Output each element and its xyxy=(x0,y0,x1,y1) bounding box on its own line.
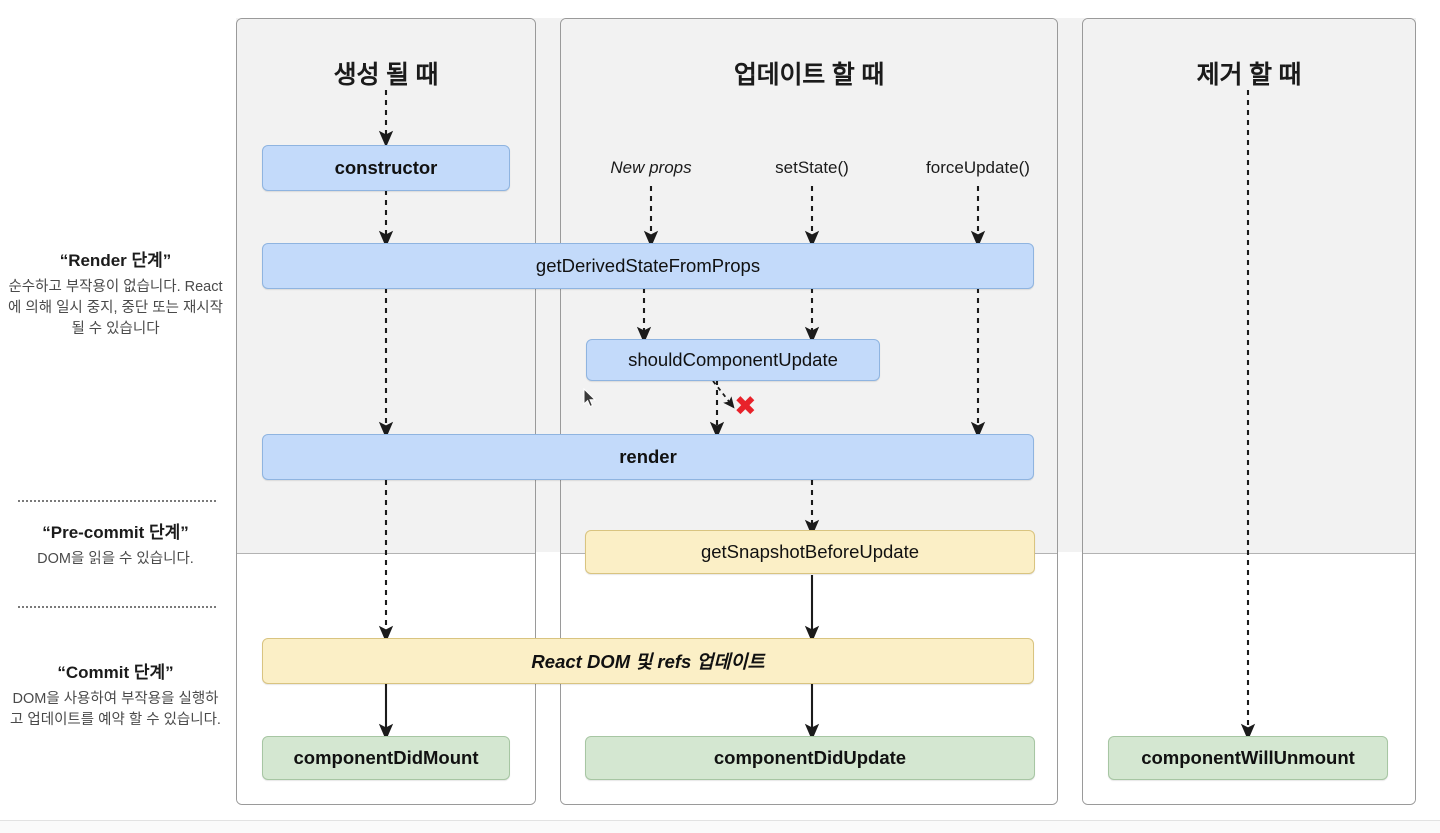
column-unmounting-render-region xyxy=(1083,19,1415,553)
node-render[interactable]: render xyxy=(262,434,1034,480)
phase-pre-commit-desc: DOM을 읽을 수 있습니다. xyxy=(37,551,194,567)
phase-label-render: “Render 단계” 순수하고 부작용이 없습니다. React에 의해 일시… xyxy=(8,246,223,340)
node-get-snapshot-before-update[interactable]: getSnapshotBeforeUpdate xyxy=(585,530,1035,574)
phase-commit-desc: DOM을 사용하여 부작용을 실행하고 업데이트를 예약 할 수 있습니다. xyxy=(10,691,221,729)
column-unmounting-title: 제거 할 때 xyxy=(1196,61,1302,89)
trigger-label-set-state: setState() xyxy=(775,158,849,177)
node-should-component-update-label: shouldComponentUpdate xyxy=(628,349,838,370)
phase-label-pre-commit: “Pre-commit 단계” DOM을 읽을 수 있습니다. xyxy=(8,518,223,570)
column-updating: 업데이트 할 때 xyxy=(560,18,1058,805)
phase-commit-title: “Commit 단계” xyxy=(57,663,174,682)
column-unmounting: 제거 할 때 xyxy=(1082,18,1416,805)
node-component-did-mount[interactable]: componentDidMount xyxy=(262,736,510,780)
node-react-dom-and-refs-update[interactable]: React DOM 및 refs 업데이트 xyxy=(262,638,1034,684)
page-divider xyxy=(0,820,1440,821)
node-constructor-label: constructor xyxy=(334,157,438,178)
phase-divider-bottom xyxy=(18,606,216,608)
trigger-label-force-update: forceUpdate() xyxy=(926,158,1030,177)
node-constructor[interactable]: constructor xyxy=(262,145,510,191)
phase-divider-top xyxy=(18,500,216,502)
trigger-label-new-props: New props xyxy=(610,158,692,177)
node-component-did-update[interactable]: componentDidUpdate xyxy=(585,736,1035,780)
skip-update-x-icon: ✖ xyxy=(734,391,757,422)
node-react-dom-and-refs-update-label: React DOM 및 refs 업데이트 xyxy=(531,651,765,672)
phase-render-title: “Render 단계” xyxy=(59,251,172,270)
phase-label-commit: “Commit 단계” DOM을 사용하여 부작용을 실행하고 업데이트를 예약… xyxy=(8,658,223,731)
node-get-snapshot-before-update-label: getSnapshotBeforeUpdate xyxy=(700,541,920,562)
node-get-derived-state-from-props-label: getDerivedStateFromProps xyxy=(535,255,761,276)
node-component-will-unmount[interactable]: componentWillUnmount xyxy=(1108,736,1388,780)
phase-pre-commit-title: “Pre-commit 단계” xyxy=(42,523,189,542)
mouse-cursor xyxy=(583,388,597,408)
node-component-did-update-label: componentDidUpdate xyxy=(713,747,907,768)
node-component-did-mount-label: componentDidMount xyxy=(293,747,479,768)
node-component-will-unmount-label: componentWillUnmount xyxy=(1141,747,1355,768)
node-get-derived-state-from-props[interactable]: getDerivedStateFromProps xyxy=(262,243,1034,289)
node-render-label: render xyxy=(619,446,677,467)
column-mounting: 생성 될 때 xyxy=(236,18,536,805)
phase-render-desc: 순수하고 부작용이 없습니다. React에 의해 일시 중지, 중단 또는 재… xyxy=(8,279,223,338)
node-should-component-update[interactable]: shouldComponentUpdate xyxy=(586,339,880,381)
column-mounting-title: 생성 될 때 xyxy=(333,61,439,89)
column-updating-title: 업데이트 할 때 xyxy=(733,61,885,89)
page-footer xyxy=(0,821,1440,833)
